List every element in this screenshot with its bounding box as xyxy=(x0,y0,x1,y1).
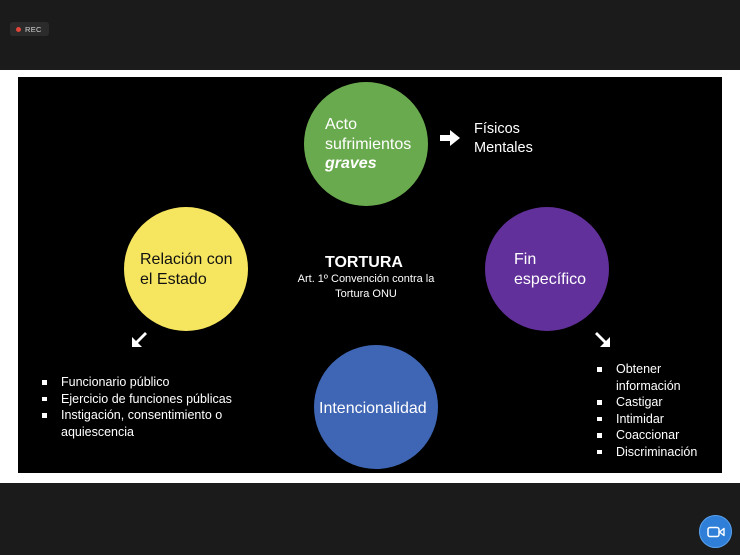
presentation-slide: Acto sufrimientos graves Relación con el… xyxy=(18,77,722,473)
fin-line-2: específico xyxy=(514,270,587,288)
acto-text: Acto sufrimientos graves xyxy=(325,115,411,174)
acto-line-2: sufrimientos xyxy=(325,135,412,153)
arrow-down-left-icon xyxy=(132,332,147,347)
record-dot-icon xyxy=(16,26,21,32)
bottom-bar xyxy=(0,483,740,555)
relacion-line-2: el Estado xyxy=(140,270,207,288)
list-item: Intimidar xyxy=(594,411,697,428)
recording-label: REC xyxy=(25,24,42,34)
slide-subtitle: Art. 1º Convención contra la Tortura ONU xyxy=(286,272,446,302)
intencionalidad-text: Intencionalidad xyxy=(319,400,427,417)
list-item: Coaccionar xyxy=(594,427,697,444)
acto-detail-2: Mentales xyxy=(474,140,533,156)
slide-title: TORTURA xyxy=(325,254,403,271)
subtitle-line-2: Tortura ONU xyxy=(335,288,397,300)
relacion-list: Funcionario público Ejercicio de funcion… xyxy=(39,374,232,440)
acto-details: Físicos Mentales xyxy=(474,120,533,158)
top-bar: REC xyxy=(0,0,740,70)
acto-line-3: graves xyxy=(325,155,377,172)
circle-intencionalidad xyxy=(314,345,438,469)
camera-button[interactable] xyxy=(699,515,732,548)
acto-detail-1: Físicos xyxy=(474,121,520,137)
list-item: Instigación, consentimiento o xyxy=(39,407,232,424)
video-camera-icon xyxy=(706,526,725,537)
list-item: Discriminación xyxy=(594,444,697,461)
circle-fin xyxy=(485,207,609,331)
list-item: Funcionario público xyxy=(39,374,232,391)
arrow-down-right-icon xyxy=(595,332,610,347)
subtitle-line-1: Art. 1º Convención contra la xyxy=(297,273,435,285)
list-item-continuation: información xyxy=(616,378,681,393)
recording-indicator: REC xyxy=(10,22,49,36)
list-item: Ejercicio de funciones públicas xyxy=(39,391,232,408)
circle-acto xyxy=(304,82,428,206)
list-item: Obtener xyxy=(594,361,697,378)
list-item-continuation: aquiescencia xyxy=(61,424,134,439)
fin-list: Obtener información Castigar Intimidar C… xyxy=(594,361,697,460)
relacion-text: Relación con el Estado xyxy=(140,250,233,289)
arrow-right-icon xyxy=(440,130,460,146)
fin-line-1: Fin xyxy=(514,251,537,268)
relacion-line-1: Relación con xyxy=(140,251,233,268)
list-item: Castigar xyxy=(594,394,697,411)
fin-text: Fin específico xyxy=(514,250,586,289)
acto-line-1: Acto xyxy=(325,116,358,133)
circle-relacion xyxy=(124,207,248,331)
